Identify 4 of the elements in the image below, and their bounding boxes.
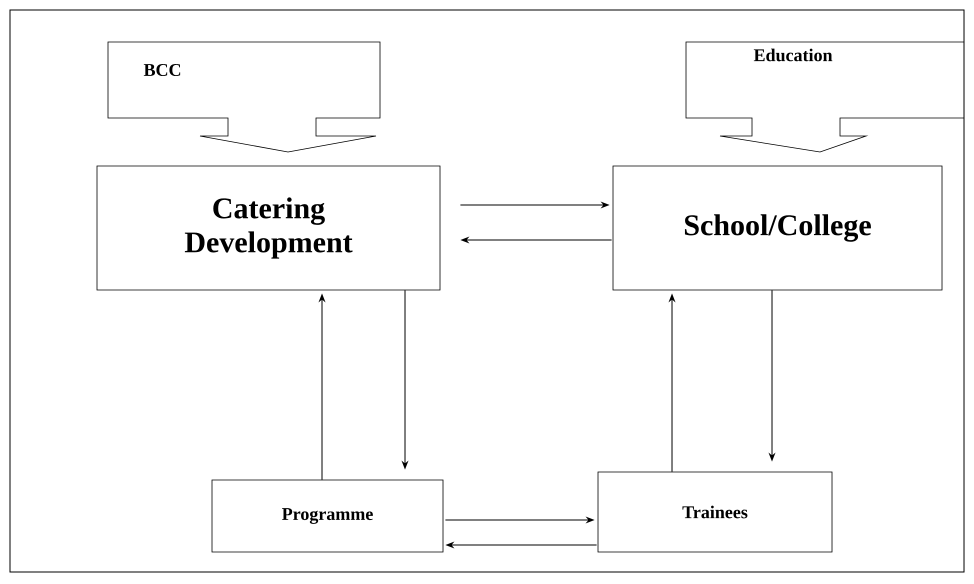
process-box: Programme: [212, 480, 444, 552]
process-box: School/College: [612, 166, 942, 290]
process-box: Trainees: [598, 472, 832, 552]
process-box: Catering Development: [96, 166, 440, 290]
